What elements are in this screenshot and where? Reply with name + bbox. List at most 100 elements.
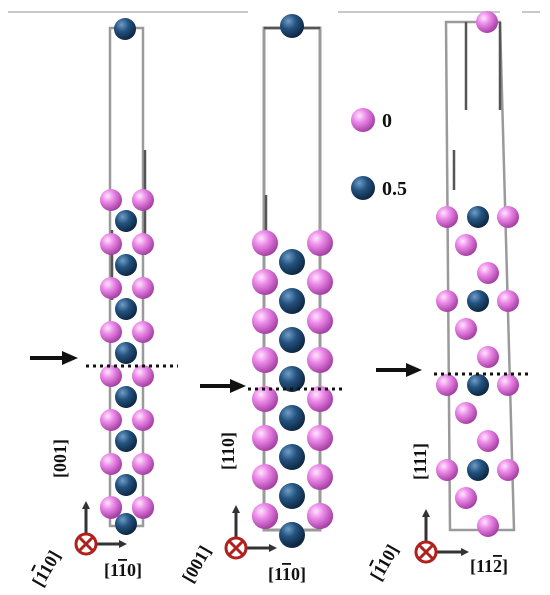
blue-atom [115, 298, 137, 320]
atom-layer [252, 14, 333, 548]
pink-atom [307, 425, 333, 451]
pink-atom [436, 374, 458, 396]
horizontal-axis-label: [110] [104, 560, 142, 580]
legend-label-1: 0.5 [382, 178, 407, 200]
pink-atom [307, 464, 333, 490]
right-arrow-icon [30, 351, 78, 365]
blue-atom [279, 444, 305, 470]
pink-atom [307, 308, 333, 334]
blue-atom [115, 254, 137, 276]
axis-triad [224, 505, 277, 560]
pink-atom [100, 233, 122, 255]
atom-layer [100, 18, 154, 535]
blue-atom [279, 327, 305, 353]
pink-atom [252, 464, 278, 490]
blue-atom [280, 522, 304, 546]
overline-mark [369, 559, 374, 567]
pink-atom [100, 365, 122, 387]
axis-triad [414, 509, 469, 564]
blue-atom [115, 210, 137, 232]
pink-atom [100, 496, 122, 518]
pink-atom [477, 430, 499, 452]
blue-atom [280, 14, 304, 38]
pink-atom [497, 206, 519, 228]
pink-atom [476, 11, 498, 33]
panel-3: [111] [110] [112] [366, 11, 530, 584]
pink-atom [252, 230, 278, 256]
blue-atom [467, 206, 489, 228]
pink-atom [455, 318, 477, 340]
blue-atom [279, 483, 305, 509]
cross-circle-icon [414, 540, 438, 564]
pink-atom [436, 290, 458, 312]
legend: 0 0.5 [351, 108, 407, 200]
blue-atom [115, 386, 137, 408]
pink-atom [307, 347, 333, 373]
pink-atom [497, 374, 519, 396]
pink-atom [252, 503, 278, 529]
pink-atom [132, 233, 154, 255]
blue-atom [279, 405, 305, 431]
pink-atom [307, 386, 333, 412]
pink-atom [436, 459, 458, 481]
pink-atom [132, 365, 154, 387]
pink-atom [455, 234, 477, 256]
vertical-axis-label: [001] [50, 439, 70, 478]
panel-2: [110] [001] [110] [178, 14, 342, 586]
legend-item-1: 0.5 [351, 176, 407, 200]
pink-atom [307, 230, 333, 256]
cross-circle-icon [224, 536, 248, 560]
blue-atom-swatch [351, 176, 375, 200]
unit-cell-shadow [452, 22, 502, 190]
pink-atom [497, 459, 519, 481]
pink-atom [100, 277, 122, 299]
blue-atom [114, 18, 136, 40]
blue-atom [115, 430, 137, 452]
pink-atom [477, 515, 499, 537]
pink-atom [455, 487, 477, 509]
pink-atom [252, 386, 278, 412]
pink-atom [132, 496, 154, 518]
blue-atom [115, 513, 137, 535]
overline-mark [31, 564, 36, 572]
right-arrow-icon [200, 379, 246, 393]
pink-atom [132, 409, 154, 431]
pink-atom [252, 425, 278, 451]
unit-cell-shadow [264, 26, 320, 235]
axis-triad [74, 501, 127, 556]
pink-atom [132, 321, 154, 343]
pink-atom [132, 189, 154, 211]
right-arrow-icon [376, 363, 422, 377]
pink-atom [252, 269, 278, 295]
blue-atom [115, 474, 137, 496]
pink-atom [455, 402, 477, 424]
panel-1: [001] [110] [110] [28, 18, 178, 590]
pink-atom [100, 409, 122, 431]
pink-atom [132, 277, 154, 299]
pink-atom [100, 189, 122, 211]
blue-atom [115, 342, 137, 364]
pink-atom [436, 206, 458, 228]
pink-atom [252, 308, 278, 334]
pink-atom-swatch [351, 108, 375, 132]
blue-atom [279, 366, 305, 392]
into-page-axis-label: [001] [178, 542, 215, 586]
pink-atom [307, 269, 333, 295]
blue-atom [279, 249, 305, 275]
blue-atom [279, 288, 305, 314]
pink-atom [252, 347, 278, 373]
horizontal-axis-label: [112] [470, 556, 508, 576]
cross-circle-icon [74, 532, 98, 556]
pink-atom [132, 453, 154, 475]
pink-atom [477, 262, 499, 284]
atom-layer [436, 11, 519, 537]
legend-item-0: 0 [351, 108, 392, 132]
vertical-axis-label: [110] [218, 432, 238, 470]
pink-atom [497, 290, 519, 312]
pink-atom [477, 346, 499, 368]
blue-atom [467, 459, 489, 481]
vertical-axis-label: [111] [410, 443, 430, 480]
blue-atom [467, 290, 489, 312]
blue-atom [467, 374, 489, 396]
